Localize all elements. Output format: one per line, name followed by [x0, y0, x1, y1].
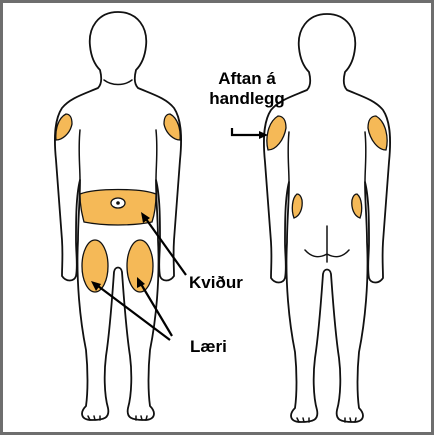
abdomen-label: Kviður — [189, 273, 243, 293]
back-right-arm-line — [365, 132, 366, 182]
front-right-arm-line — [156, 130, 157, 180]
front-left-arm-line — [79, 130, 80, 180]
back-of-arm-label: Aftan á handlegg — [191, 69, 303, 109]
thigh-label: Læri — [190, 337, 227, 357]
front-figure — [55, 12, 181, 420]
back-left-arm-line — [288, 132, 289, 182]
back-arm-arrow — [232, 128, 262, 135]
navel-center — [116, 201, 120, 205]
